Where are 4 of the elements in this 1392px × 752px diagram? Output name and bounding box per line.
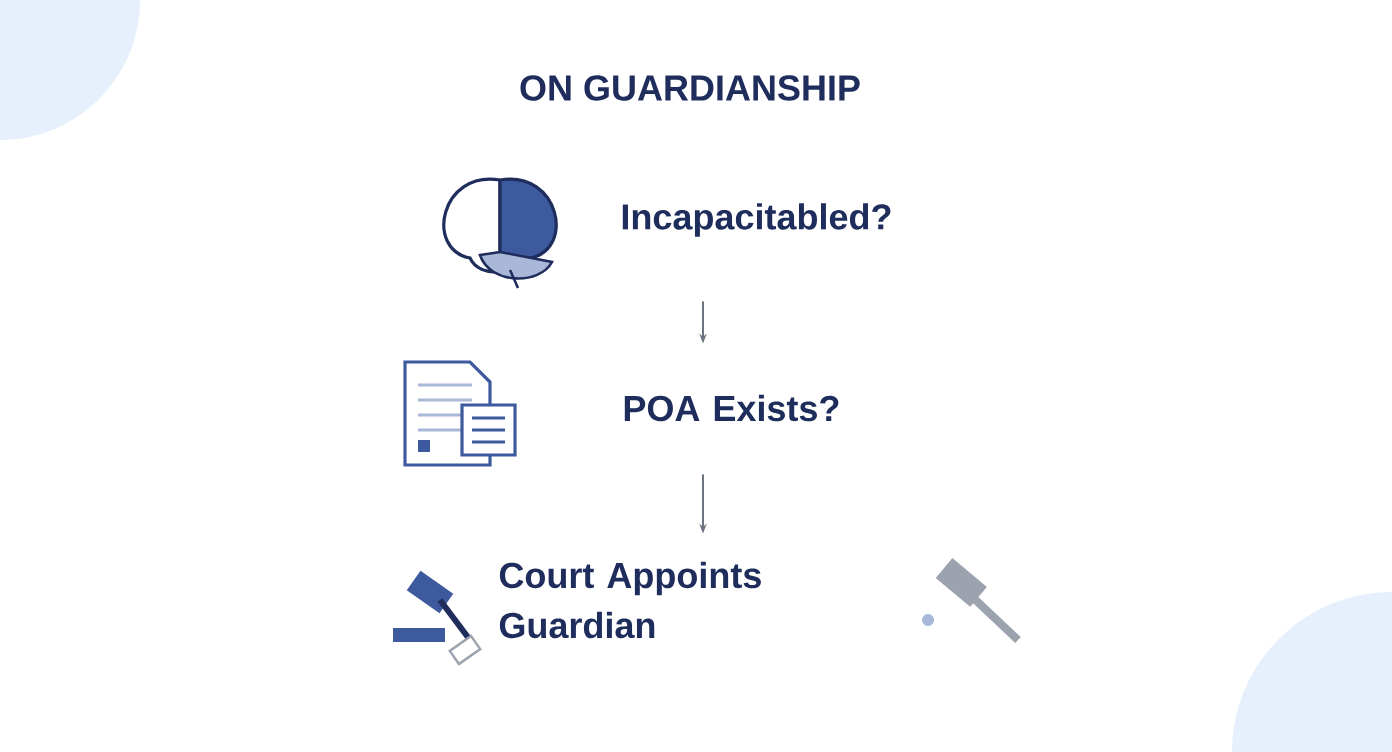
step-label: Court Appoints Guardian [499,561,761,639]
title: ON GUARDIANSHIP [520,75,860,101]
step-label: POA Exists? [624,394,839,422]
step-label: Incapacitabled? [622,203,891,237]
